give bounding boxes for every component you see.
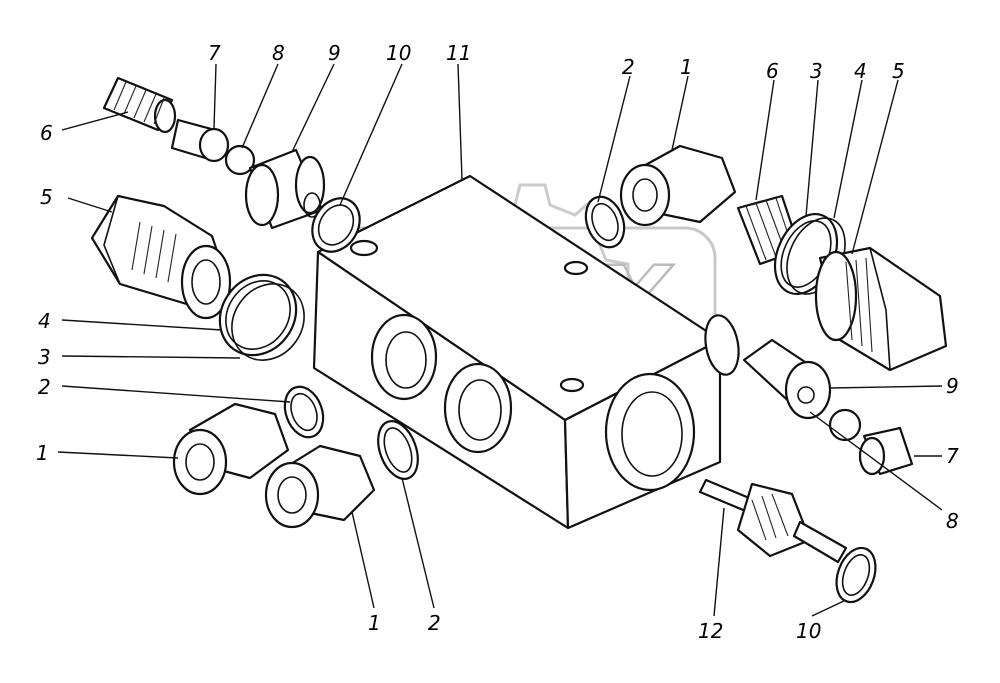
- part-ball-right: [828, 408, 862, 442]
- block-top-hole-1: [349, 239, 379, 257]
- part-ball-upper-left: [224, 144, 256, 176]
- callout-11: 11: [446, 41, 471, 65]
- part-ring-left-3: [231, 283, 305, 361]
- part-oring-right-block: [704, 314, 740, 376]
- callout-6-right: 6: [766, 59, 779, 83]
- callout-4-left: 4: [38, 309, 51, 333]
- callout-6-upper-left: 6: [40, 121, 53, 145]
- block-port-2: [443, 362, 513, 454]
- callout-8-right: 8: [946, 509, 959, 533]
- part-ring-left-4: [218, 273, 298, 357]
- part-plug-left: [90, 194, 232, 320]
- callout-labels: 6 7 8 9 10 11 2 1 6 3 4 5 5 4 3 2 1 1 2 …: [36, 41, 959, 643]
- callout-9-upper-left: 9: [328, 41, 341, 65]
- part-oring-left-2-inner: [290, 392, 318, 432]
- part-pin-right: [858, 426, 914, 476]
- part-seat-upper-left: [244, 148, 326, 230]
- callout-2-bottom: 2: [428, 611, 441, 635]
- callout-2-left: 2: [38, 375, 51, 399]
- callout-8-upper-left: 8: [272, 41, 285, 65]
- block-end-port-inner: [621, 391, 683, 477]
- block-port-1-inner: [385, 331, 427, 389]
- callout-3-left: 3: [38, 345, 51, 369]
- block-top-hole-3: [559, 377, 585, 393]
- part-fitting-upper-right: [619, 144, 737, 227]
- part-oring-upper-left: [311, 197, 361, 253]
- part-oring-left-2: [283, 385, 325, 439]
- callout-7-right: 7: [946, 444, 959, 468]
- callout-10-bottom: 10: [796, 619, 821, 643]
- part-fitting-left: [172, 402, 290, 496]
- part-plunger: [698, 478, 848, 564]
- valve-block: [312, 174, 722, 530]
- part-oring-bottom-2-inner: [383, 427, 413, 473]
- callout-2-upper-right: 2: [622, 55, 635, 79]
- callout-1-left: 1: [36, 441, 49, 465]
- part-pin-upper-left: [170, 118, 230, 163]
- part-plug-right: [814, 246, 948, 372]
- callout-5-left: 5: [40, 185, 53, 209]
- callout-1-upper-right: 1: [680, 55, 693, 79]
- callout-10-upper-left: 10: [386, 41, 411, 65]
- callout-7-upper-left: 7: [208, 41, 221, 65]
- block-port-1: [370, 313, 438, 401]
- leader-lines: [57, 63, 943, 617]
- part-spring-upper-left: [102, 76, 177, 134]
- callout-3-right: 3: [810, 59, 823, 83]
- part-fitting-bottom: [264, 444, 376, 529]
- callout-4-right: 4: [854, 59, 867, 83]
- part-oring-bottom-right: [835, 546, 877, 604]
- part-seat-right: [742, 338, 832, 420]
- block-port-2-inner: [458, 379, 502, 441]
- callout-12-bottom: 12: [698, 619, 723, 643]
- block-top-hole-2: [563, 260, 589, 276]
- callout-1-bottom: 1: [368, 611, 381, 635]
- part-oring-upper-right: [584, 195, 626, 249]
- callout-5-right: 5: [892, 59, 905, 83]
- part-oring-bottom-2: [377, 420, 419, 480]
- callout-9-right: 9: [946, 374, 959, 398]
